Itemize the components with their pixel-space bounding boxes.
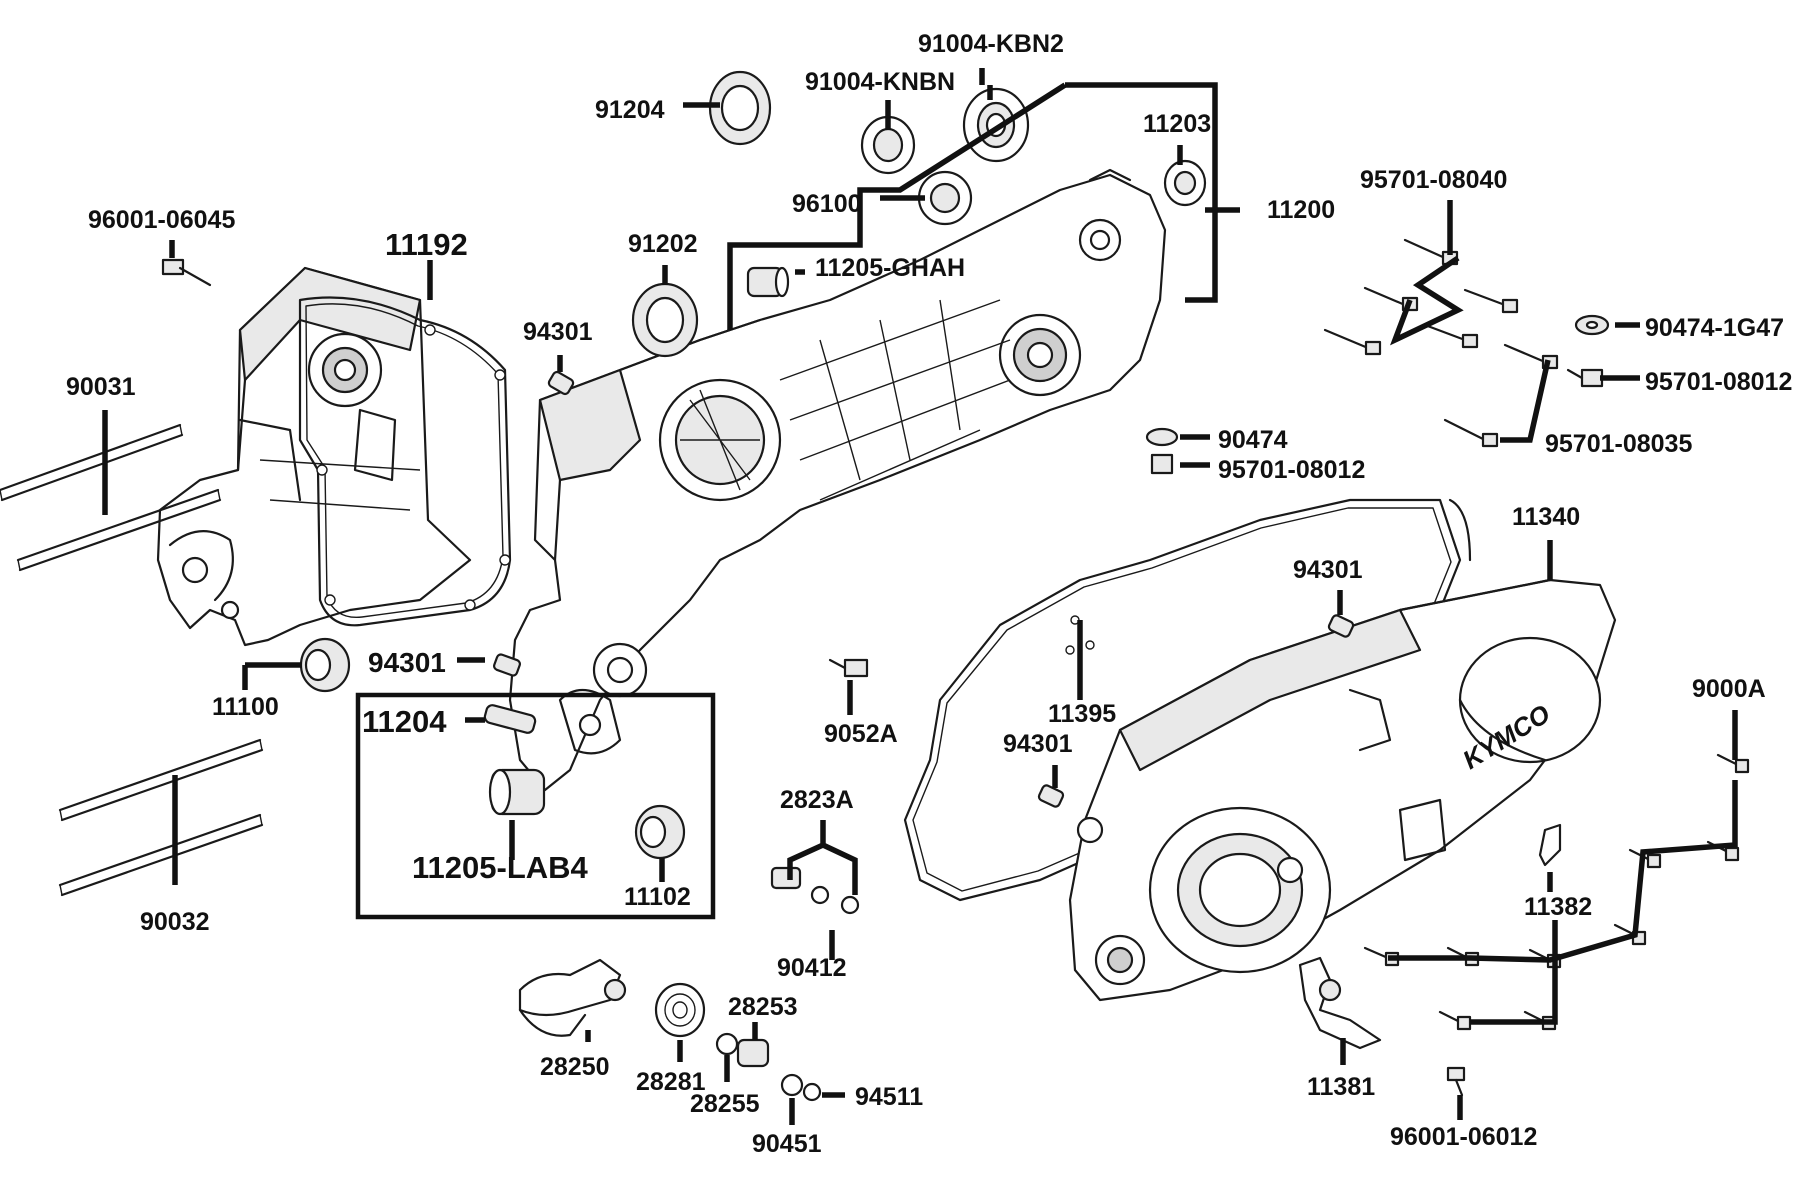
bushing-11100 [299, 637, 351, 693]
main-crankcase-11200 [508, 168, 1167, 792]
label-91202: 91202 [628, 230, 698, 258]
label-94511: 94511 [855, 1083, 923, 1111]
label-28281: 28281 [636, 1068, 706, 1096]
bushing-11102 [634, 804, 686, 860]
seal-91202 [631, 282, 699, 358]
label-96001-06012: 96001-06012 [1390, 1123, 1537, 1151]
label-91004-knbn: 91004-KNBN [805, 68, 955, 96]
label-96001-06045: 96001-06045 [88, 206, 235, 234]
label-11382: 11382 [1524, 893, 1592, 921]
label-11102: 11102 [624, 883, 691, 911]
kick-spindle-28250 [518, 958, 627, 1037]
label-11205-ghah: 11205-GHAH [815, 254, 965, 282]
bolt-96001-06012 [1446, 1066, 1466, 1097]
label-9000a: 9000A [1692, 675, 1766, 703]
label-94301-c: 94301 [1293, 556, 1363, 584]
clip-11382 [1538, 823, 1562, 867]
washer-90474 [1145, 427, 1179, 447]
label-11192: 11192 [385, 227, 468, 262]
label-90474: 90474 [1218, 426, 1288, 454]
group-bracket-box [355, 692, 716, 920]
dowel-94301-a [547, 370, 575, 396]
label-28253: 28253 [728, 993, 798, 1021]
bolt-95701-08012-a [1566, 368, 1604, 388]
bolts-95701-08035 [1443, 343, 1559, 448]
label-90412: 90412 [777, 954, 847, 982]
label-11395: 11395 [1048, 700, 1116, 728]
label-11200: 11200 [1267, 196, 1335, 224]
label-2823a: 2823A [780, 786, 854, 814]
label-95701-08035: 95701-08035 [1545, 430, 1692, 458]
plug-2823a [770, 866, 860, 915]
bolt-9052a [828, 658, 869, 678]
washer-90474-1g47 [1574, 314, 1610, 336]
label-95701-08012-a: 95701-08012 [1645, 368, 1792, 396]
bearing-96100 [917, 170, 973, 226]
bushing-11205-ghah [746, 266, 790, 298]
label-95701-08012-b: 95701-08012 [1218, 456, 1365, 484]
label-11205-lab4: 11205-LAB4 [412, 850, 589, 885]
left-crankcase-11100 [156, 266, 472, 647]
label-90474-1g47: 90474-1G47 [1645, 314, 1784, 342]
label-28255: 28255 [690, 1090, 760, 1118]
washer-90451 [780, 1073, 804, 1097]
gasket-11192 [298, 296, 512, 627]
label-95701-08040: 95701-08040 [1360, 166, 1507, 194]
bearing-91204 [708, 70, 772, 146]
part-labels: 91004-KBN2 91004-KNBN 91204 96100 11203 … [66, 30, 1792, 1158]
label-94301-b: 94301 [368, 647, 446, 678]
clip-94511 [802, 1082, 822, 1102]
label-11340: 11340 [1512, 503, 1580, 531]
label-11203: 11203 [1143, 110, 1211, 138]
bolt-96001-06045 [161, 258, 212, 287]
label-90451: 90451 [752, 1130, 822, 1158]
label-94301-d: 94301 [1003, 730, 1073, 758]
bushing-11205-lab4 [488, 768, 546, 816]
label-90032: 90032 [140, 908, 210, 936]
dowel-94301-b [493, 653, 521, 677]
label-90031: 90031 [66, 373, 136, 401]
label-11100: 11100 [212, 693, 279, 721]
label-94301-a: 94301 [523, 318, 593, 346]
label-96100: 96100 [792, 190, 862, 218]
label-28250: 28250 [540, 1053, 610, 1081]
stud-bolts-90032 [58, 738, 264, 897]
label-11204: 11204 [362, 704, 447, 739]
pin-11204 [483, 704, 537, 734]
leader-lines [102, 68, 1738, 1125]
washer-28255 [715, 1032, 739, 1056]
transmission-cover-11340: KYMCO [1068, 578, 1617, 1002]
label-91204: 91204 [595, 96, 665, 124]
dowel-94301-c [1327, 614, 1355, 638]
bracket-11381 [1298, 956, 1382, 1050]
dowel-94301-d [1037, 784, 1065, 808]
spring-28281 [654, 982, 706, 1038]
stud-bolts-90031 [0, 423, 222, 572]
bolt-95701-08012-b [1150, 453, 1174, 475]
label-91004-kbn2: 91004-KBN2 [918, 30, 1064, 58]
bolts-95701-08040 [1323, 238, 1519, 356]
label-9052a: 9052A [824, 720, 898, 748]
label-11381: 11381 [1307, 1073, 1375, 1101]
bearing-91004-kbn2 [962, 87, 1030, 163]
bushing-28253 [736, 1038, 770, 1068]
seal-11203 [1163, 159, 1207, 207]
